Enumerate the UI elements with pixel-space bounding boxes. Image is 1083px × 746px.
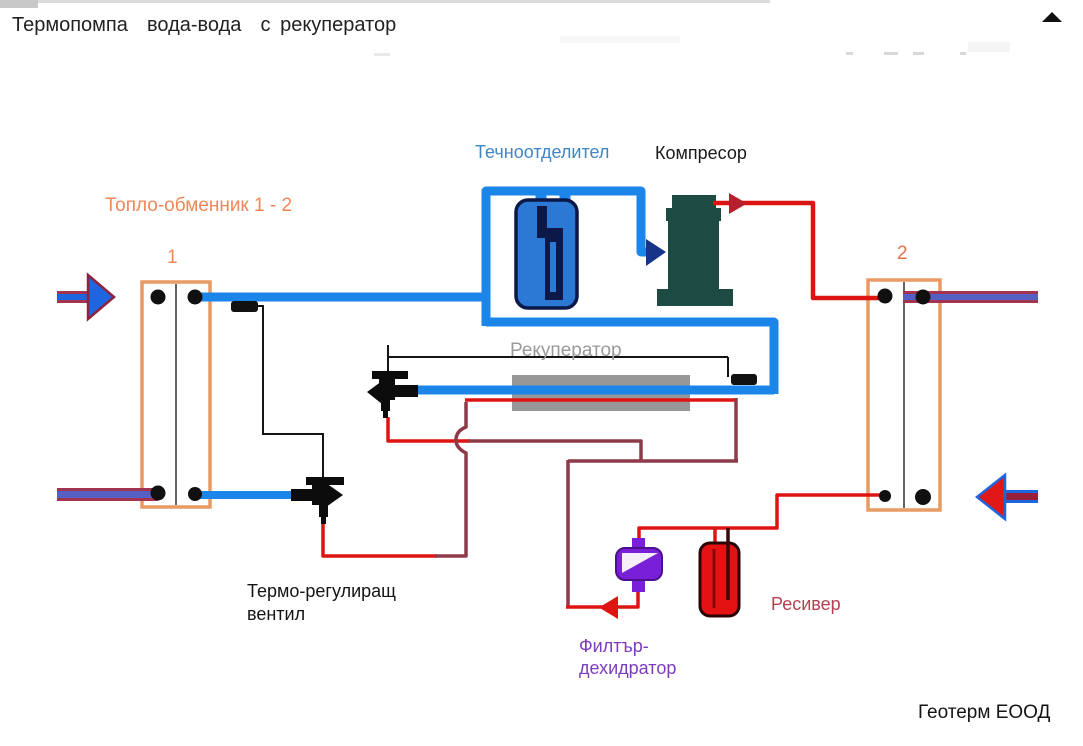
filter-label: Филтър-дехидратор [579, 635, 676, 679]
receiver-to-hx2-line [637, 493, 885, 540]
company-name: Геотерм ЕООД [918, 702, 1051, 723]
trv-label-line2: вентил [247, 604, 306, 624]
suction-arrowhead [646, 239, 666, 266]
liquid-separator [514, 198, 579, 310]
filter-bottom-line [566, 583, 640, 609]
hx1-water-in-arrow [57, 272, 116, 322]
receiver [698, 528, 741, 618]
capillary-lines [231, 301, 757, 478]
separator-label: Течноотделител [475, 142, 610, 162]
recuperator-valve-outlet [386, 417, 470, 443]
recuperator-return-pipe [486, 317, 779, 394]
hx2-water-out-pipe [903, 291, 1038, 303]
loop-crossover-hop [435, 402, 468, 558]
water-pipes [57, 272, 1038, 522]
trv-label-line1: Термо-регулиращ [247, 581, 396, 601]
heat-exchanger-label: Топло-обменник 1 - 2 [105, 195, 293, 216]
separator-internal-tube [537, 206, 563, 300]
hx2-water-in-arrow [974, 472, 1038, 522]
hx2-number: 2 [897, 243, 908, 264]
receiver-label: Ресивер [771, 594, 841, 614]
discharge-line [713, 193, 880, 301]
compressor [657, 195, 733, 306]
hx1-number: 1 [167, 247, 178, 268]
artifact-smudges [374, 36, 1010, 56]
trv-label: Термо-регулиращ вентил [247, 580, 396, 626]
filter-triangle [622, 553, 658, 573]
filter-label-line1: Филтър- [579, 636, 649, 656]
recuperator-sensor-bulb [731, 374, 757, 385]
valve-branch-line [468, 439, 643, 461]
compressor-label: Компресор [655, 143, 747, 163]
recuperator-expansion-valve [367, 371, 418, 418]
heat-exchanger-2 [866, 278, 942, 512]
scroll-up-arrow-icon[interactable] [1042, 12, 1062, 22]
trv-capillary [258, 305, 324, 478]
filter-label-line2: дехидратор [579, 658, 677, 678]
thermo-regulating-valve [291, 477, 344, 524]
liquid-flow-arrowhead [599, 596, 618, 619]
liquid-circuit [321, 398, 885, 619]
connection-dots [150, 288, 931, 505]
page-top-border [0, 0, 770, 8]
filter-drier [615, 538, 663, 592]
suction-pipes [195, 186, 779, 499]
discharge-arrowhead [729, 193, 747, 214]
heat-exchanger-1 [140, 280, 212, 509]
hx1-water-out-pipe [57, 488, 158, 501]
riser-top-pipe [481, 186, 648, 326]
recuperator-valve-capillary [387, 345, 729, 377]
recuperator-label: Рекуператор [510, 340, 622, 361]
suction-sensor-bulb [231, 301, 258, 312]
page-title: Термопомпа вода-вода с рекуператор [12, 14, 397, 36]
trv-outlet-line [321, 518, 437, 558]
